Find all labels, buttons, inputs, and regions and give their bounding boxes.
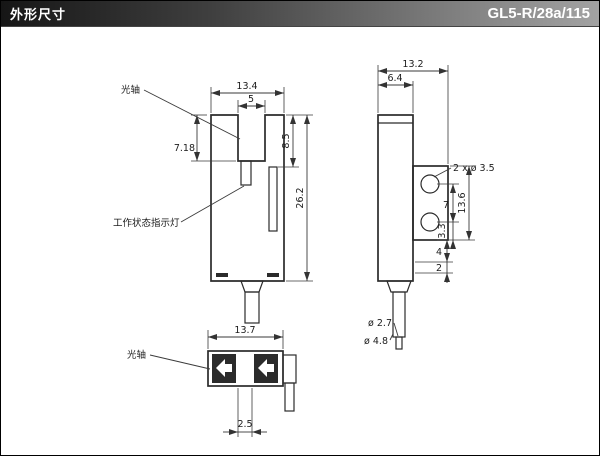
dim-side-width: 13.2 bbox=[402, 59, 423, 70]
dim-front-width: 13.4 bbox=[236, 81, 257, 92]
dim-bottom-depth: 2.5 bbox=[237, 419, 252, 430]
front-cable-boot bbox=[240, 280, 264, 293]
side-dimensions: 13.2 6.4 2 x ø 3.5 7 bbox=[364, 59, 495, 347]
dimension-drawing: 13.4 5 7.18 8.5 bbox=[113, 59, 495, 437]
indicator-label: 工作状态指示灯 bbox=[113, 217, 180, 229]
front-cable bbox=[244, 291, 260, 324]
front-side-groove bbox=[268, 166, 278, 232]
part-number: GL5-R/28a/115 bbox=[487, 5, 590, 22]
front-labels: 光轴 工作状态指示灯 bbox=[113, 84, 245, 229]
dim-hole-pitch: 7 bbox=[443, 200, 449, 211]
side-view: 13.2 6.4 2 x ø 3.5 7 bbox=[364, 59, 495, 350]
side-cable-boot bbox=[386, 280, 412, 293]
front-view: 13.4 5 7.18 8.5 bbox=[113, 81, 313, 324]
beam-arrow-left-icon bbox=[216, 359, 232, 377]
drawing-area: 13.4 5 7.18 8.5 bbox=[1, 27, 599, 455]
optical-axis-label: 光轴 bbox=[121, 84, 140, 96]
dim-mounting-holes: 2 x ø 3.5 bbox=[453, 163, 495, 174]
dim-bottom-width: 13.7 bbox=[234, 325, 255, 336]
front-body-outline bbox=[210, 114, 285, 282]
side-body-outline bbox=[377, 114, 414, 282]
front-foot-left bbox=[216, 273, 228, 277]
bottom-cable-exit bbox=[282, 354, 297, 384]
indicator-leader bbox=[180, 185, 245, 223]
side-cable-tip bbox=[395, 336, 403, 350]
beam-arrow-right-icon bbox=[258, 359, 274, 377]
dim-flange-height: 13.6 bbox=[457, 192, 468, 213]
title-bar: 外形尺寸 GL5-R/28a/115 bbox=[1, 1, 599, 27]
side-cable bbox=[392, 291, 406, 338]
dim-side-body-width: 6.4 bbox=[387, 73, 402, 84]
front-dimensions: 13.4 5 7.18 8.5 bbox=[174, 81, 313, 282]
front-indicator-pillar bbox=[240, 160, 252, 186]
bottom-optical-axis-label: 光轴 bbox=[127, 349, 146, 361]
bottom-labels: 光轴 bbox=[127, 349, 211, 370]
section-title: 外形尺寸 bbox=[10, 7, 67, 22]
bottom-cable bbox=[284, 382, 295, 412]
dim-front-arm: 8.5 bbox=[281, 133, 292, 148]
bottom-view: 13.7 2.5 光轴 bbox=[127, 325, 297, 437]
bottom-optical-axis-leader bbox=[149, 354, 211, 370]
dim-side-d3: 2 bbox=[436, 263, 442, 274]
dim-front-height: 26.2 bbox=[295, 187, 306, 208]
dim-side-d2: 4 bbox=[436, 247, 442, 258]
optical-axis-leader bbox=[143, 89, 241, 140]
dim-cable-core: ø 2.7 bbox=[368, 318, 392, 329]
dim-side-d1: 3.3 bbox=[437, 223, 448, 238]
bottom-dimensions: 13.7 2.5 bbox=[207, 325, 284, 437]
side-mounting-flange bbox=[412, 165, 449, 241]
dim-front-slot-depth: 7.18 bbox=[174, 143, 195, 154]
dim-cable-od: ø 4.8 bbox=[364, 336, 388, 347]
mounting-hole-top bbox=[420, 174, 440, 194]
dim-front-slot: 5 bbox=[248, 94, 254, 105]
front-foot-right bbox=[267, 273, 279, 277]
